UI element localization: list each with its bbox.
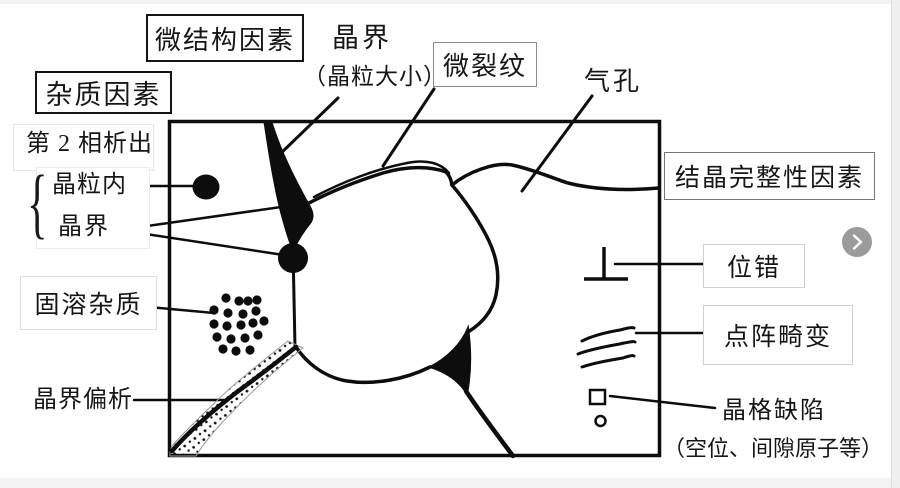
segregation-boundary-line (169, 344, 299, 454)
grain-boundary-wedge (263, 121, 314, 253)
lattice-defect-note-label: （空位、间隙原子等） (663, 436, 884, 461)
grain-top-boundary (307, 165, 454, 205)
second-phase-in-grain-dot (192, 174, 220, 200)
pore-pointer-line (520, 94, 594, 193)
vacancy-square-symbol (588, 388, 607, 406)
second-phase-label: 第 2 相析出 (26, 131, 153, 157)
solid-solution-dot-cluster (209, 293, 269, 356)
at-grain-boundary-label: 晶界 (58, 214, 110, 240)
microcrack-line (312, 160, 451, 199)
impurity-factor-box: 杂质因素 (35, 71, 172, 114)
chevron-right-icon (852, 234, 863, 250)
upper-right-grain-boundary (450, 162, 661, 192)
microcrack-box: 微裂纹 (433, 42, 537, 87)
second-phase-at-boundary-dot (278, 243, 308, 273)
carousel-next-button[interactable] (842, 227, 872, 257)
label-tile (13, 124, 154, 171)
lattice-defect-label: 晶格缺陷 (722, 398, 826, 424)
defect-pointer-line (608, 394, 717, 410)
grain-boundary-pointer-line (275, 96, 340, 159)
grain-size-note-label: （晶粒大小） (303, 64, 447, 89)
boundary-phase-pointer-line-lower (124, 229, 292, 258)
micrograph-frame (167, 119, 662, 458)
grain-bottom-boundary (294, 345, 432, 385)
crystal-integrity-factor-box: 结晶完整性因素 (664, 152, 875, 200)
dislocation-box: 位错 (703, 244, 805, 288)
within-grain-label: 晶粒内 (52, 172, 127, 198)
grain-right-boundary (450, 183, 500, 334)
grain-boundary-segregation-label: 晶界偏析 (33, 387, 133, 413)
lower-right-boundary (463, 388, 516, 459)
lattice-distortion-symbol (576, 326, 637, 369)
solid-solution-impurity-box: 固溶杂质 (20, 276, 157, 330)
boundary-phase-pointer-line-upper (124, 205, 283, 231)
right-gutter (891, 0, 900, 488)
triple-junction-fill (427, 324, 472, 397)
brace-glyph: { (27, 159, 48, 246)
microcrack-pointer-line (381, 87, 436, 168)
pore-label: 气孔 (584, 67, 643, 96)
dislocation-symbol (584, 247, 628, 281)
grain-boundary-top-label: 晶界 (332, 23, 392, 53)
label-tile (36, 167, 150, 249)
interstitial-circle-symbol (594, 414, 607, 428)
lattice-distortion-box: 点阵畸变 (703, 305, 853, 365)
microstructure-factor-box: 微结构因素 (146, 14, 304, 62)
